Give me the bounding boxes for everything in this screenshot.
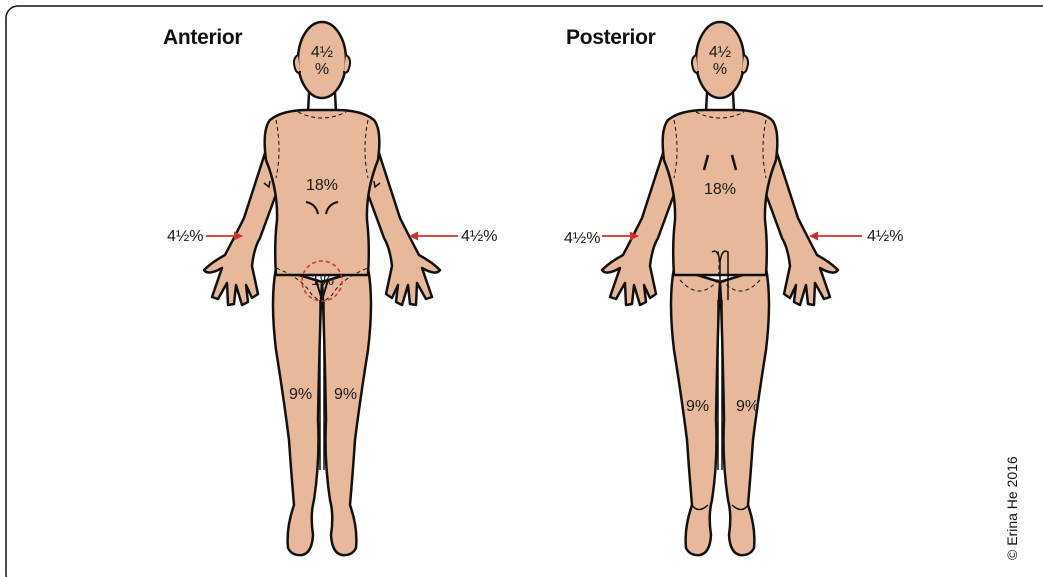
anterior-title: Anterior [163,26,242,50]
anterior-right-arm-label: 4½% [461,228,497,246]
posterior-trunk-label: 18% [704,181,736,199]
anterior-left-arm-label: 4½% [167,228,203,246]
posterior-left-arm-label: 4½% [564,230,600,248]
anterior-left-leg-label: 9% [289,386,312,404]
anterior-head-value: 4½ [306,44,338,61]
anterior-trunk-label: 18% [306,177,338,195]
posterior-title: Posterior [566,26,656,50]
posterior-left-leg-label: 9% [686,398,709,416]
anterior-right-leg-label: 9% [334,386,357,404]
posterior-head-value: 4½ [704,44,736,61]
anterior-head-label: 4½ % [306,44,338,78]
posterior-head-label: 4½ % [704,44,736,78]
frame-border [6,6,1043,577]
anterior-head-unit: % [306,61,338,78]
posterior-head-unit: % [704,61,736,78]
posterior-figure [602,22,838,555]
copyright-credit: © Erina He 2016 [1004,440,1020,560]
posterior-right-leg-label: 9% [736,398,759,416]
posterior-right-arm-label: 4½% [867,228,903,246]
anterior-genitals-label: 1% [311,272,334,290]
